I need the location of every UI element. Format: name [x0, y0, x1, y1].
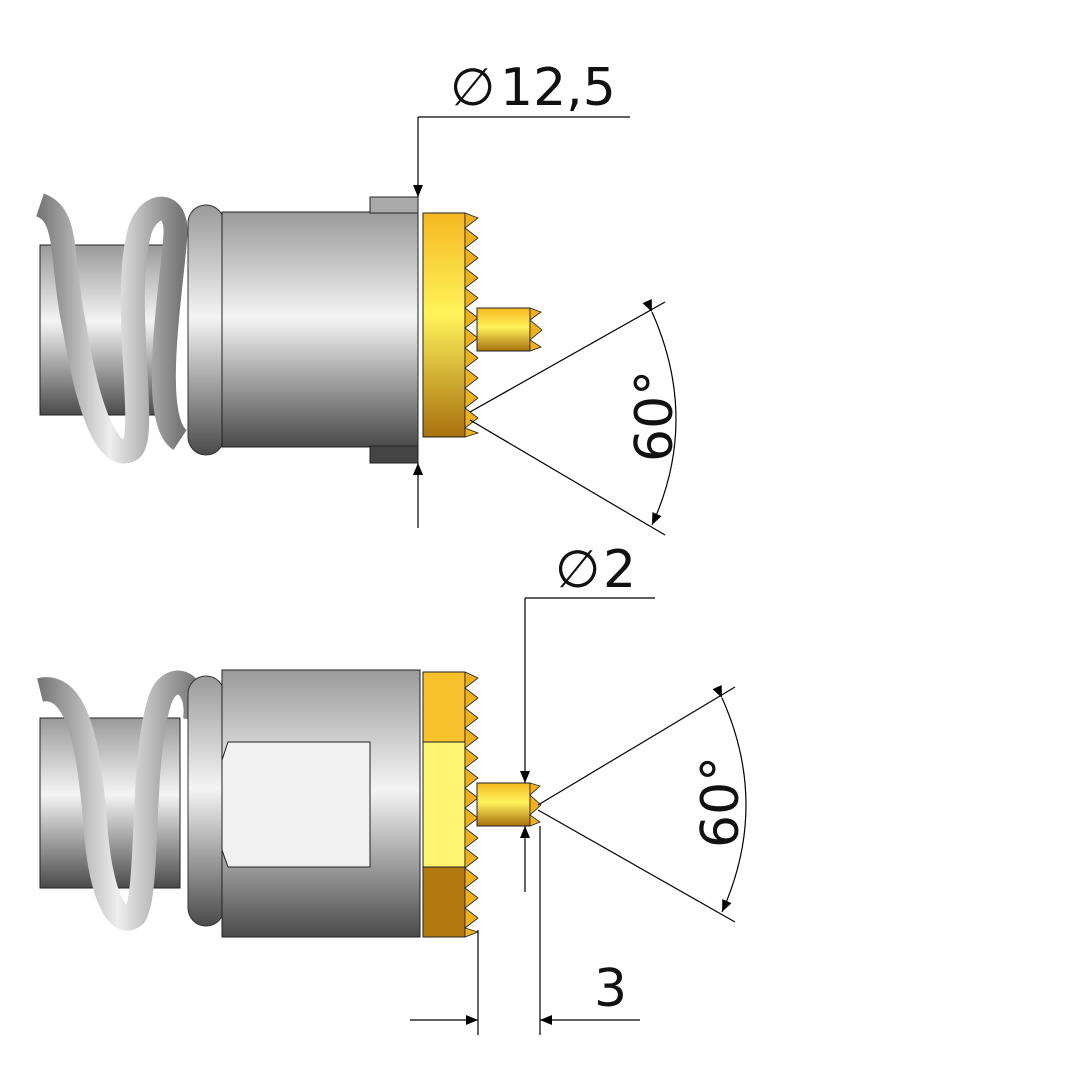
spring-ring — [187, 675, 225, 927]
crown-bottom — [422, 866, 466, 938]
pin-teeth — [529, 782, 542, 827]
top-angle-dimension: 60° — [469, 299, 685, 536]
bottom-angle-dimension: 60° — [537, 685, 751, 923]
length-label: 3 — [594, 959, 627, 1019]
spring-coil — [34, 193, 189, 464]
crown-contact — [422, 212, 466, 438]
bottom-view-part — [37, 669, 542, 938]
spring-ring — [187, 204, 225, 456]
angle-label: 60° — [691, 756, 751, 848]
spring-coil — [37, 670, 208, 931]
hex-flat — [221, 741, 371, 868]
length-dimension: 3 — [410, 826, 640, 1035]
crown-teeth — [464, 212, 480, 438]
top-diameter-dimension: ∅ 12,5 — [413, 58, 630, 528]
center-pin — [476, 782, 531, 827]
crown-teeth — [464, 671, 480, 938]
housing-body — [221, 211, 419, 448]
diameter-value: 2 — [603, 540, 636, 600]
diameter-symbol: ∅ — [450, 58, 495, 118]
top-view-part — [34, 193, 543, 464]
housing-step-top — [369, 196, 419, 214]
crown-top — [422, 671, 466, 743]
housing-step-bottom — [369, 445, 419, 464]
diameter-symbol: ∅ — [555, 540, 600, 600]
center-pin — [476, 307, 531, 352]
pin-teeth — [529, 307, 543, 352]
diameter-value: 12,5 — [500, 58, 616, 118]
bottom-diameter-dimension: ∅ 2 — [520, 540, 655, 892]
crown-middle — [422, 741, 466, 868]
angle-label: 60° — [625, 370, 685, 462]
